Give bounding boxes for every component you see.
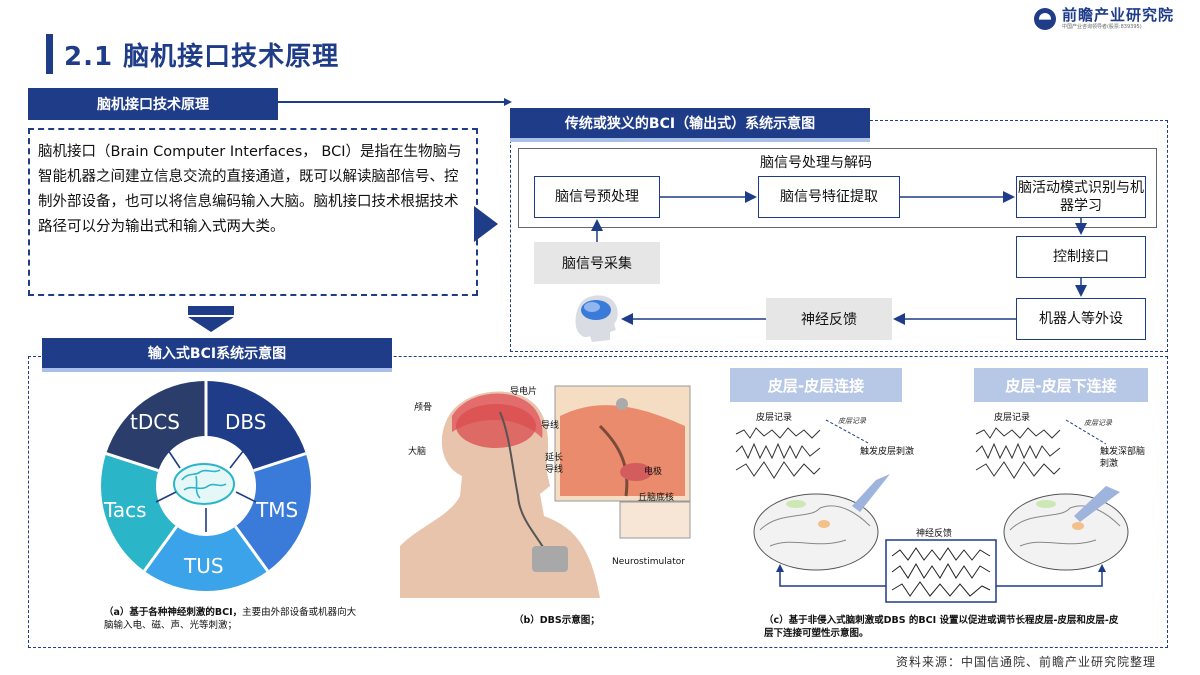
caption-b: （b）DBS示意图；	[514, 615, 600, 626]
definition-text: 脑机接口（Brain Computer Interfaces， BCI）是指在生…	[38, 144, 462, 235]
wheel-label-tus: TUS	[184, 554, 224, 578]
dbs-label-extension: 延长导线	[545, 453, 564, 475]
output-bci-header: 传统或狭义的BCI（输出式）系统示意图	[510, 108, 870, 138]
wheel-segment-tacs	[100, 453, 177, 571]
caption-a: （a）基于各种神经刺激的BCI，主要由外部设备或机器向大脑输入电、磁、声、光等刺…	[104, 607, 357, 631]
right-arrow-icon	[474, 206, 498, 242]
cortex-cortex-title: 皮层-皮层连接	[730, 368, 902, 402]
input-bci-header: 输入式BCI系统示意图	[42, 338, 392, 368]
stimulation-wheel	[100, 381, 312, 592]
right-record-note: 皮层记录	[1084, 419, 1112, 427]
dbs-label-brain: 大脑	[408, 447, 427, 457]
definition-header: 脑机接口技术原理	[28, 88, 278, 120]
page-title: 2.1 脑机接口技术原理	[64, 42, 340, 72]
dbs-label-skull: 颅骨	[414, 403, 433, 413]
left-stim-label: 触发皮层刺激	[860, 447, 915, 457]
right-record-label: 皮层记录	[994, 413, 1031, 423]
node-neural-feedback: 神经反馈	[766, 298, 892, 340]
node-control-interface: 控制接口	[1016, 236, 1146, 278]
wheel-segment-tus	[144, 526, 268, 592]
dbs-label-thalamus: 丘脑底核	[638, 493, 675, 503]
title-accent-bar	[46, 34, 53, 74]
right-stim-label: 触发深部脑刺激	[1100, 447, 1146, 469]
node-feature-extraction: 脑信号特征提取	[758, 176, 900, 218]
wheel-label-tdcs: tDCS	[130, 410, 180, 434]
brand-logo: 前瞻产业研究院 中国产业咨询领导者(股票:839395)	[1033, 6, 1174, 30]
feedback-label: 神经反馈	[916, 529, 953, 539]
wheel-label-tms: TMS	[256, 498, 299, 522]
decode-group-label: 脑信号处理与解码	[760, 155, 872, 171]
input-bci-panel	[28, 356, 1168, 648]
left-record-label: 皮层记录	[756, 413, 793, 423]
logo-name: 前瞻产业研究院	[1061, 6, 1174, 24]
dbs-label-electrode-lead: 导电片	[510, 387, 538, 397]
wheel-label-dbs: DBS	[225, 410, 267, 434]
node-robot-peripherals: 机器人等外设	[1016, 298, 1146, 340]
dbs-label-neurostimulator: Neurostimulator	[612, 557, 685, 567]
logo-icon	[1033, 8, 1056, 30]
dbs-label-electrode: 电极	[644, 467, 663, 477]
node-acquisition: 脑信号采集	[534, 242, 660, 284]
panel-c-graphics	[735, 419, 1129, 603]
logo-subtitle: 中国产业咨询领导者(股票:839395)	[1061, 24, 1142, 30]
wheel-segment-dbs	[206, 381, 306, 471]
cortex-subcortex-title: 皮层-皮层下连接	[974, 368, 1148, 402]
node-preprocess: 脑信号预处理	[534, 176, 660, 218]
source-note: 资料来源：中国信通院、前瞻产业研究院整理	[895, 655, 1156, 669]
dbs-label-wire: 导线	[541, 421, 560, 431]
left-record-note: 皮层记录	[838, 417, 866, 425]
dbs-illustration	[400, 385, 691, 598]
node-pattern-recognition: 脑活动模式识别与机器学习	[1016, 176, 1146, 218]
wheel-segment-tdcs	[106, 381, 206, 471]
caption-c: （c）基于非侵入式脑刺激或DBS 的BCI 设置以促进或调节长程皮层-皮层和皮层…	[764, 615, 1119, 639]
wheel-label-tacs: Tacs	[104, 498, 147, 522]
down-arrow-icon	[188, 306, 234, 332]
head-brain-icon	[575, 295, 618, 342]
wheel-segment-tms	[235, 453, 312, 571]
